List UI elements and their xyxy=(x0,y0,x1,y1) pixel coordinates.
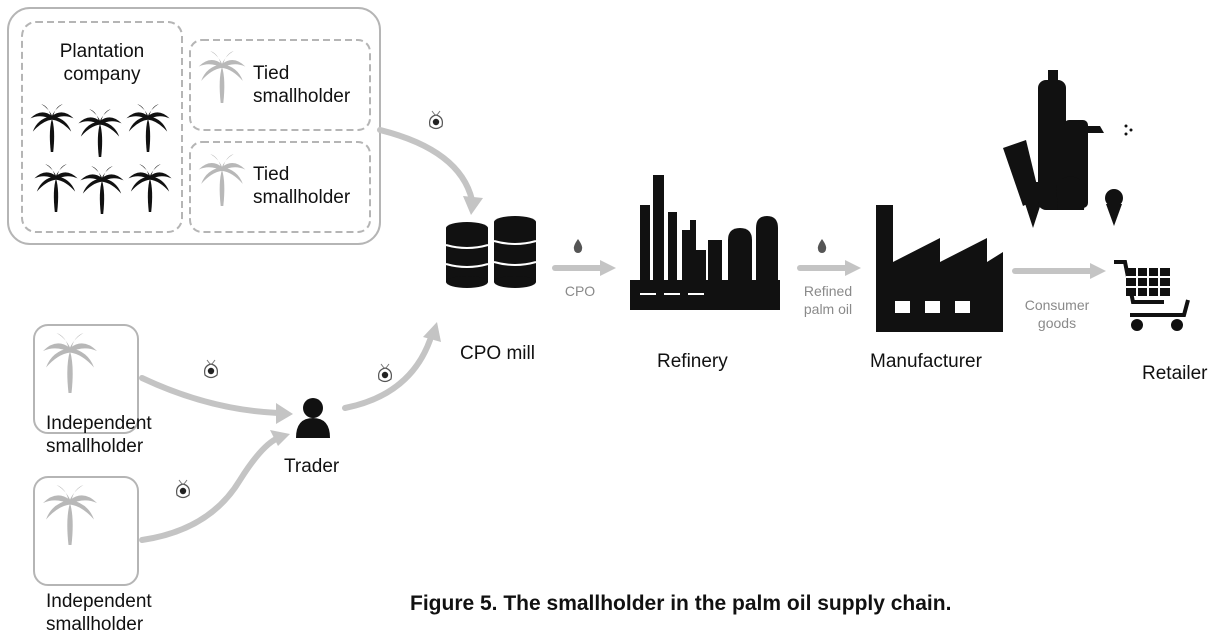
tied-smallholder-box-2 xyxy=(189,141,371,233)
fruit-icon-1 xyxy=(429,110,443,130)
plantation-company-box xyxy=(21,21,183,233)
flow-label-consumer-goods: Consumer goods xyxy=(1012,296,1102,332)
figure-caption: Figure 5. The smallholder in the palm oi… xyxy=(410,592,952,615)
independent1-label-line1: Independent xyxy=(46,413,152,434)
independent-smallholder-label-2: Independent smallholder xyxy=(46,590,152,636)
tied-palm-icon-1 xyxy=(198,51,246,103)
plantation-company-label: Plantation company xyxy=(22,40,182,86)
consumer-label-line2: goods xyxy=(1037,315,1077,331)
fruit-icon-2 xyxy=(204,359,218,379)
arrow-independent1-to-trader xyxy=(139,375,281,416)
arrow-plantation-to-mill xyxy=(377,127,475,203)
tied-smallholder-box-1 xyxy=(189,39,371,131)
independent1-label-line2: smallholder xyxy=(46,436,144,457)
flow-label-cpo: CPO xyxy=(564,283,596,299)
independent-smallholder-label-1: Independent smallholder xyxy=(46,412,152,458)
plantation-label-line1: Plantation xyxy=(59,41,145,62)
oil-drop-icon-2 xyxy=(817,239,827,253)
refinery-label: Refinery xyxy=(657,351,728,372)
arrow-independent2-to-trader xyxy=(139,435,281,543)
tied-smallholder-label-1: Tied smallholder xyxy=(253,62,350,108)
cpo-mill-label: CPO mill xyxy=(460,343,535,364)
flow-label-refined: Refined palm oil xyxy=(793,282,863,318)
tied2-label-line2: smallholder xyxy=(253,187,351,208)
tied-palm-icon-2 xyxy=(198,154,246,206)
consumer-label-line1: Consumer xyxy=(1024,297,1090,313)
independent2-label-line1: Independent xyxy=(46,591,152,612)
fruit-icon-3 xyxy=(378,363,392,383)
tied1-label-line1: Tied xyxy=(253,63,290,84)
cpo-mill-icon xyxy=(445,216,537,288)
manufacturer-label: Manufacturer xyxy=(870,351,982,372)
manufacturer-icon xyxy=(876,205,1003,332)
tied2-label-line1: Tied xyxy=(253,164,290,185)
plantation-label-line2: company xyxy=(63,64,141,85)
trader-label: Trader xyxy=(284,456,340,477)
refined-label-line2: palm oil xyxy=(803,301,853,317)
retailer-icon xyxy=(1114,260,1190,331)
plantation-palm-icons xyxy=(30,104,172,214)
independent2-label-line2: smallholder xyxy=(46,614,144,635)
plantation-group-box xyxy=(7,7,381,245)
oil-drop-icon-1 xyxy=(573,239,583,253)
consumer-goods-icon xyxy=(1003,70,1133,228)
fruit-icon-4 xyxy=(176,479,190,499)
refinery-icon xyxy=(630,175,780,310)
independent-palm-icon-2 xyxy=(43,485,97,545)
tied-smallholder-label-2: Tied smallholder xyxy=(253,163,350,209)
refined-label-line1: Refined xyxy=(803,283,853,299)
tied1-label-line2: smallholder xyxy=(253,86,351,107)
arrow-trader-to-mill xyxy=(342,337,433,411)
retailer-label: Retailer xyxy=(1142,363,1208,384)
independent-smallholder-box-1 xyxy=(33,324,139,434)
independent-palm-icon-1 xyxy=(43,333,97,393)
trader-icon xyxy=(296,398,330,438)
flow-arrows xyxy=(139,127,1093,543)
arrow-heads xyxy=(270,196,1106,446)
independent-smallholder-box-2 xyxy=(33,476,139,586)
